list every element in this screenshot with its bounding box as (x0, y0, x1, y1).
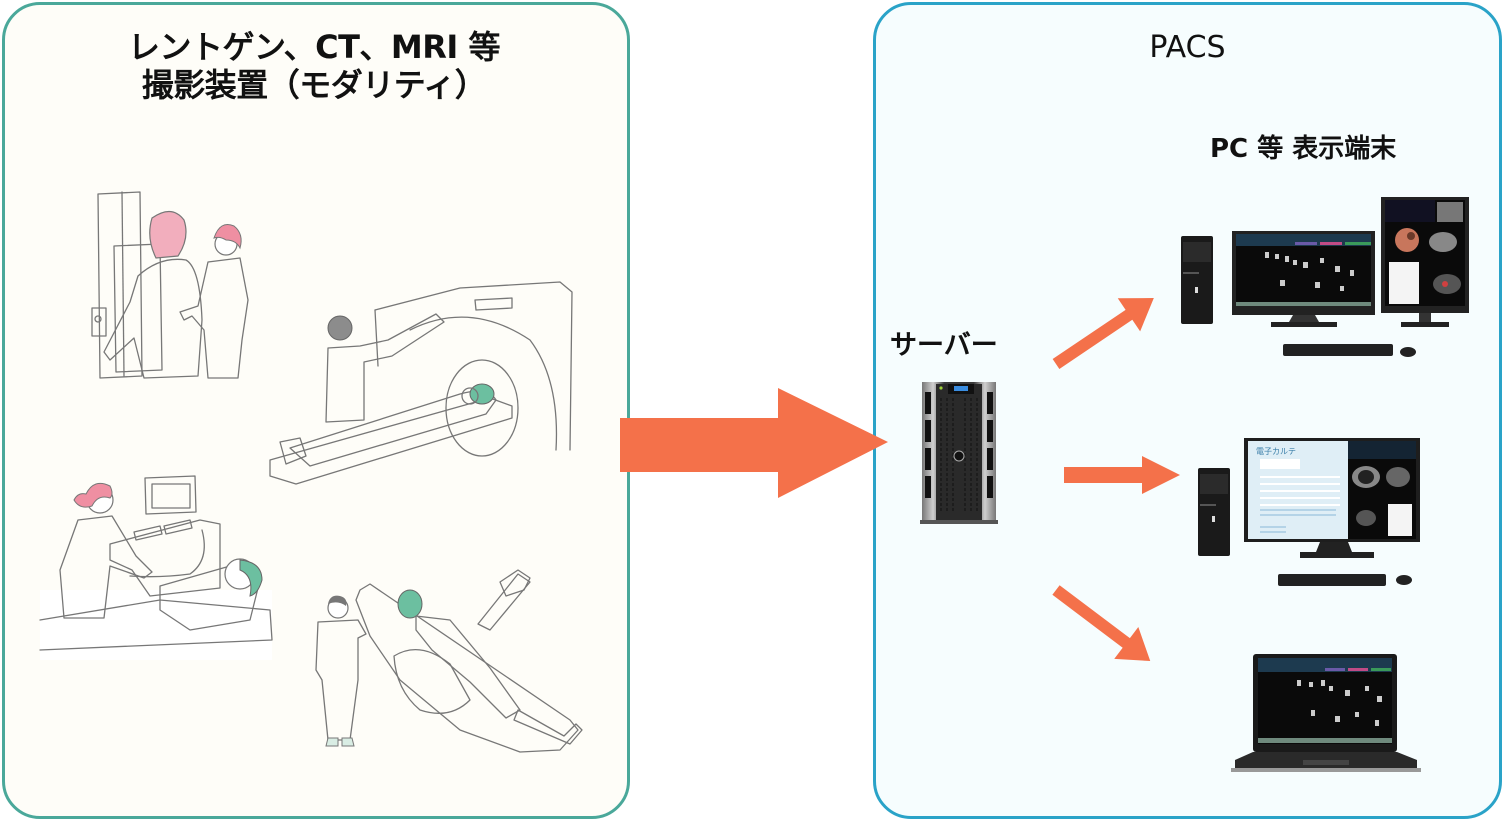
arrow-to-desktop-single-icon (1064, 456, 1180, 494)
desktop-single-monitor-icon: 電子カルテ (1198, 438, 1420, 586)
desktop-dual-monitor-icon (1181, 197, 1469, 357)
server-tower-icon (920, 382, 998, 524)
server-label: サーバー (890, 330, 998, 361)
modality-title-line1: レントゲン、CT、MRI 等 (128, 28, 500, 66)
ultrasound-exam-icon (39, 475, 273, 660)
laptop-icon (1231, 654, 1421, 772)
fluoroscopy-exam-icon (315, 569, 583, 753)
ct-scan-icon (269, 281, 573, 485)
modality-panel (2, 2, 630, 819)
ehr-screen-title: 電子カルテ (1256, 447, 1296, 456)
modality-title-line2: 撮影装置（モダリティ） (141, 66, 487, 105)
arrow-to-laptop-icon (1052, 585, 1151, 662)
terminals-label: PC 等 表示端末 (1210, 134, 1397, 164)
xray-exam-icon (91, 191, 249, 379)
modality-panel-title: レントゲン、CT、MRI 等 撮影装置（モダリティ） (0, 28, 628, 105)
arrow-to-desktop-dual-icon (1052, 298, 1154, 369)
data-flow-arrow-icon (620, 388, 888, 498)
pacs-panel-title: PACS (1149, 30, 1226, 65)
